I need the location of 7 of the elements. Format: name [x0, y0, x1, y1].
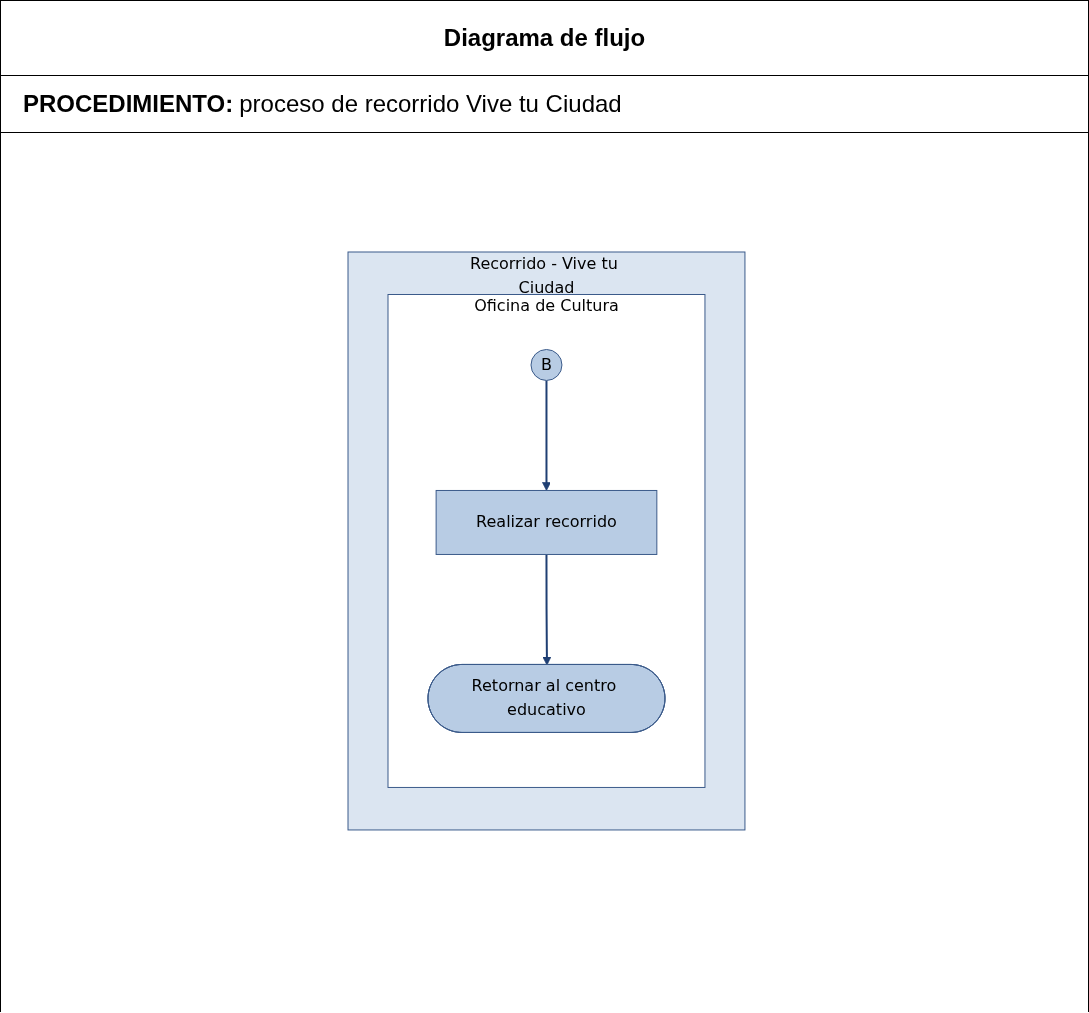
diagram-title: Diagrama de flujo	[443, 24, 646, 52]
arrow	[541, 379, 551, 491]
procedure-text: proceso de recorrido Vive tu Ciudad	[239, 90, 622, 118]
node-circle: B	[530, 349, 562, 381]
node-box: Realizar recorrido	[435, 490, 657, 555]
procedure-heading: PROCEDIMIENTO:	[23, 90, 234, 118]
arrow	[542, 553, 551, 666]
